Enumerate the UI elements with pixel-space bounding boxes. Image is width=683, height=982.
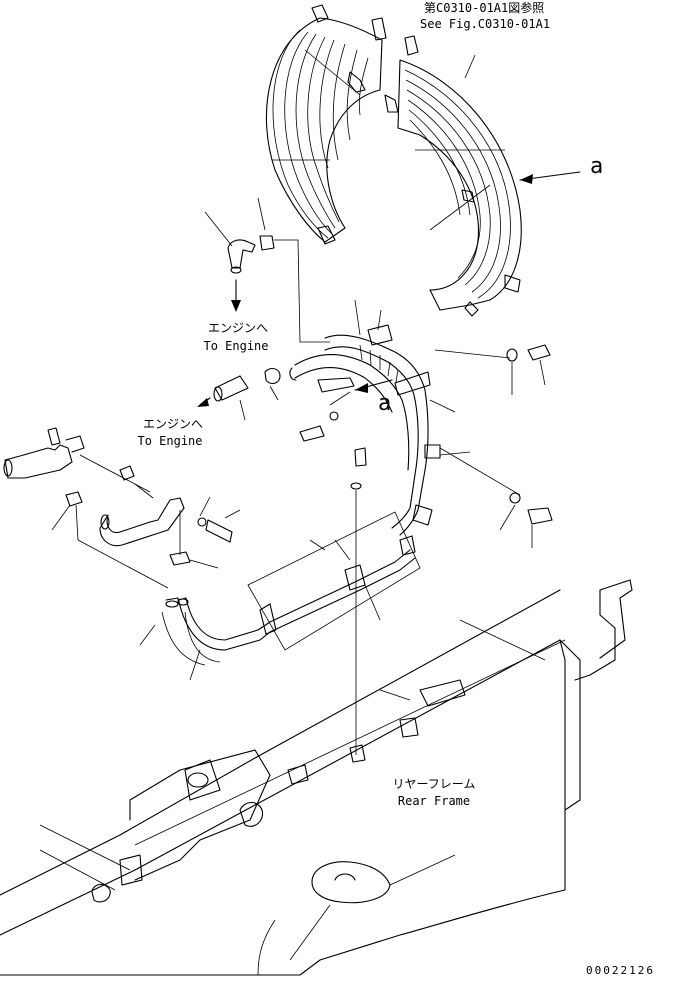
- rear-frame: [0, 579, 633, 976]
- engine-label-2-english: To Engine: [137, 434, 203, 448]
- pipe-assembly: [3, 427, 421, 681]
- hose-bundle: [289, 299, 521, 536]
- fan-guard-right: [384, 35, 522, 317]
- view-marker-lower: a: [378, 391, 392, 416]
- rear-frame-label-japanese: リヤーフレーム: [392, 777, 476, 791]
- drawing-number: 00022126: [586, 964, 655, 977]
- reference-note-japanese: 第C0310-01A1図参照: [424, 1, 545, 15]
- elbow-fitting-top: [204, 197, 330, 343]
- engine-label-1-japanese: エンジンへ: [207, 321, 268, 335]
- coupler-fitting: [197, 367, 281, 421]
- reference-note-english: See Fig.C0310-01A1: [420, 17, 551, 31]
- view-marker-upper: a: [590, 154, 604, 179]
- bolts: [197, 344, 553, 548]
- engine-label-2-japanese: エンジンへ: [142, 417, 203, 431]
- fan-guard-left: [265, 4, 387, 245]
- rear-frame-label-english: Rear Frame: [397, 794, 471, 808]
- engine-label-1-english: To Engine: [203, 339, 269, 353]
